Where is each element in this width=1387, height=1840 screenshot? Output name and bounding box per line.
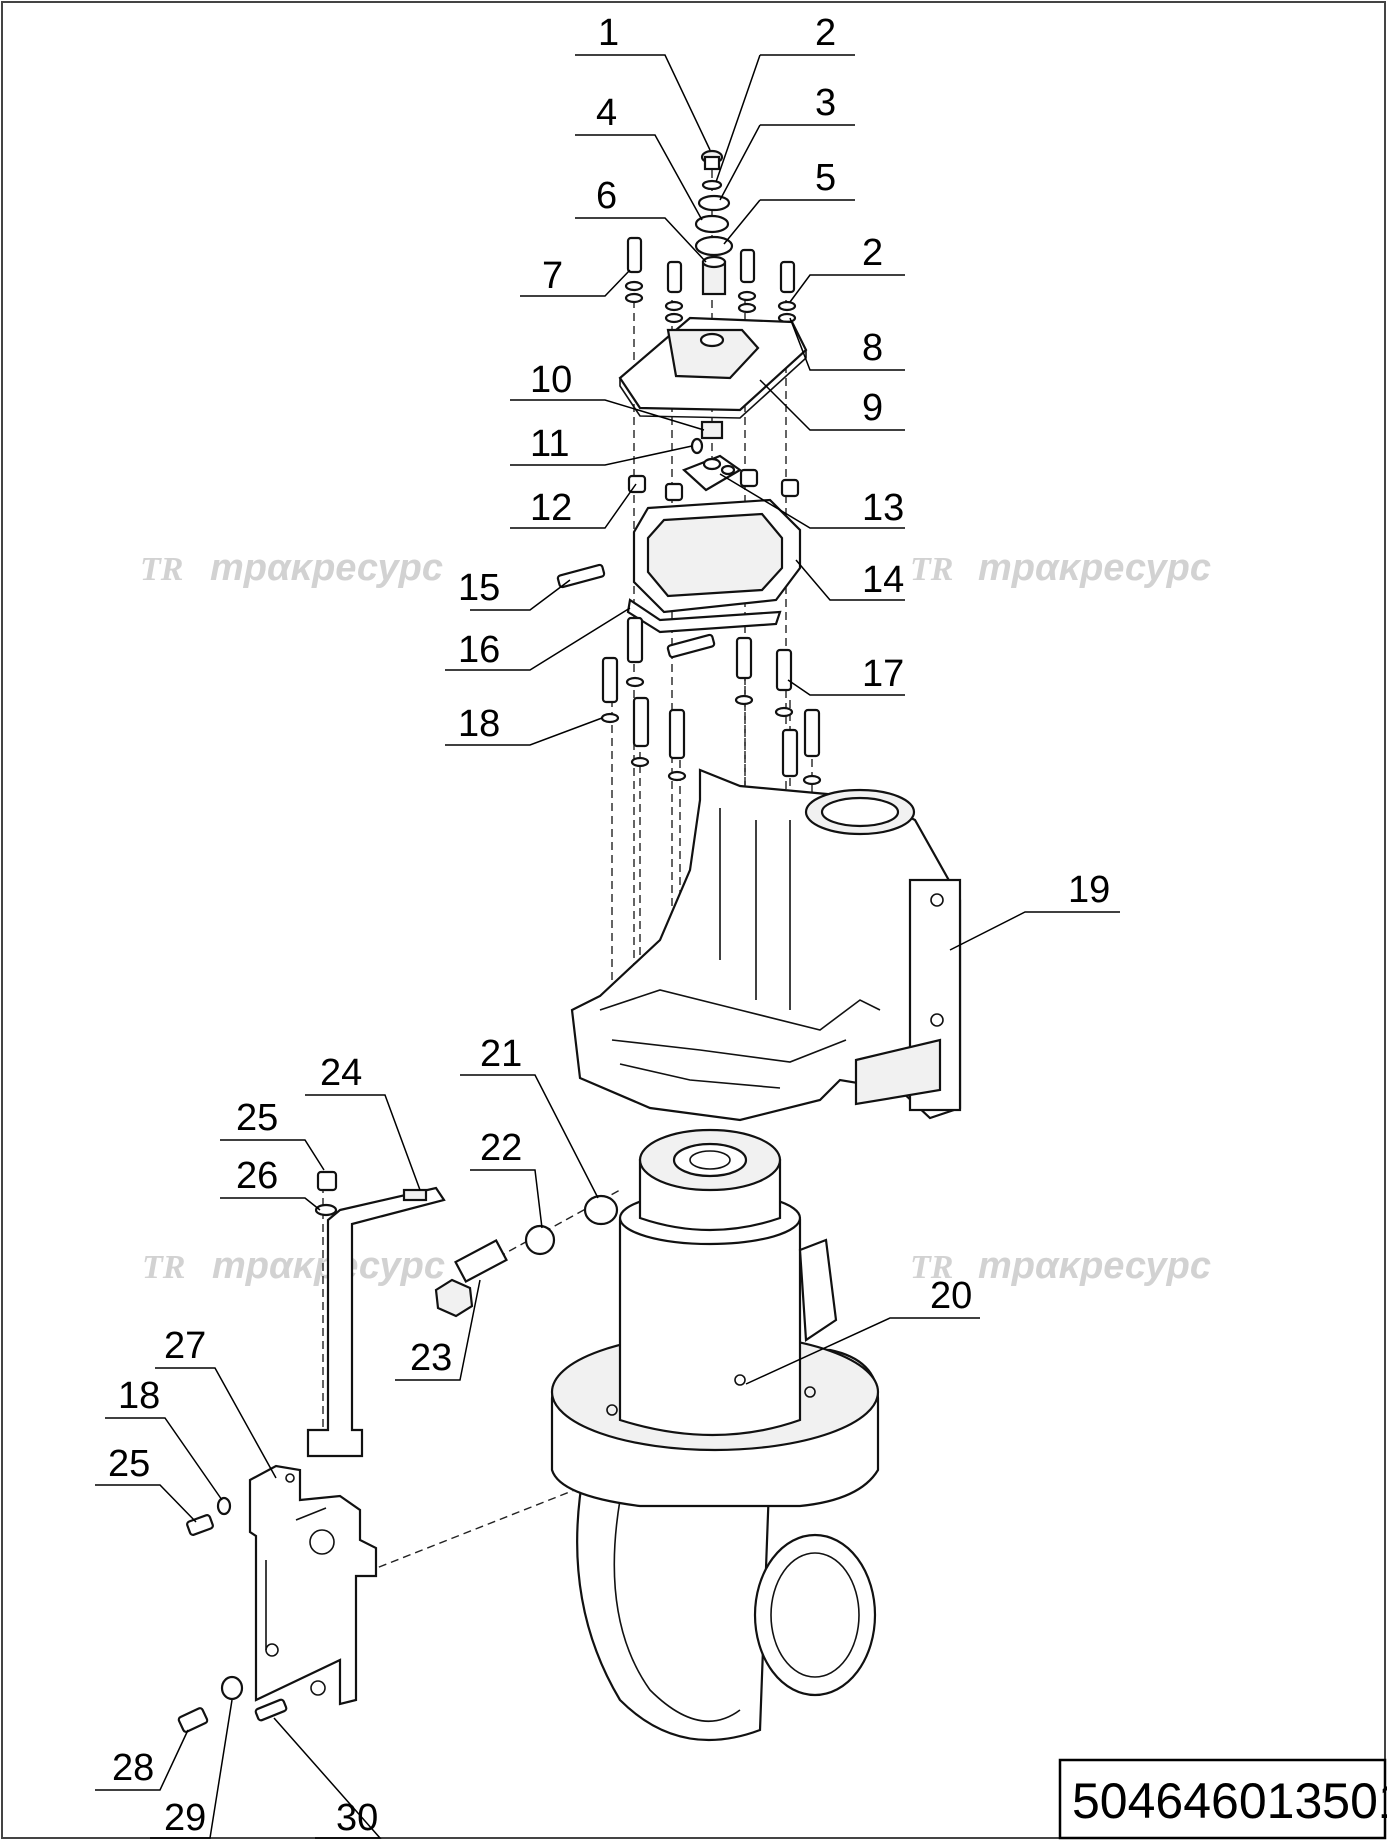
watermark-text: трακресурс — [978, 547, 1211, 589]
bracket-27 — [248, 1464, 378, 1706]
callout-25: 25 — [236, 1097, 278, 1139]
frame-14 — [626, 498, 802, 634]
callout-15: 15 — [458, 567, 500, 609]
bolt-23 — [434, 1239, 508, 1318]
callout-27: 27 — [164, 1325, 206, 1367]
callout-20: 20 — [930, 1275, 972, 1317]
bracket-24 — [306, 1186, 446, 1458]
callout-5: 5 — [815, 157, 836, 199]
watermark-right-2: TR трακресурс — [910, 1245, 1211, 1287]
screw-set-17 — [601, 616, 821, 778]
mounting-plate-9 — [618, 316, 808, 419]
callout-26: 26 — [236, 1155, 278, 1197]
screw-25 — [316, 1170, 338, 1192]
watermark-logo: TR — [140, 551, 183, 588]
callout-28: 28 — [112, 1747, 154, 1789]
callout-17: 17 — [862, 653, 904, 695]
callout-25b: 25 — [108, 1443, 150, 1485]
callout-11: 11 — [530, 423, 569, 465]
callout-3: 3 — [815, 82, 836, 124]
callout-7: 7 — [542, 255, 563, 297]
screw-set-7 — [624, 236, 797, 324]
callout-24: 24 — [320, 1052, 362, 1094]
watermark-logo: TR — [910, 551, 953, 588]
callout-16: 16 — [458, 629, 500, 671]
screw-25-lower — [186, 1514, 214, 1536]
washer-3 — [697, 194, 731, 212]
callout-2: 2 — [815, 12, 836, 54]
callout-29: 29 — [164, 1797, 206, 1839]
callout-10: 10 — [530, 359, 572, 401]
callout-23: 23 — [410, 1337, 452, 1379]
ring-4 — [694, 214, 730, 234]
housing-19 — [570, 768, 962, 1122]
block-10 — [700, 420, 724, 440]
callout-13: 13 — [862, 487, 904, 529]
watermark-left: TR трακресурс — [140, 547, 443, 589]
watermark-logo: TR — [142, 1249, 185, 1286]
drawing-code-box: 504646013501 — [1058, 1758, 1387, 1840]
callout-12: 12 — [530, 487, 572, 529]
callout-2b: 2 — [862, 232, 883, 274]
callout-14: 14 — [862, 559, 904, 601]
watermark-text: трακресурс — [210, 547, 443, 589]
shaft-6 — [701, 255, 727, 296]
drawing-code: 504646013501 — [1072, 1773, 1387, 1829]
callout-18b: 18 — [118, 1375, 160, 1417]
watermark-right: TR трακресурс — [910, 547, 1211, 589]
screw-28 — [177, 1707, 209, 1733]
watermark-logo: TR — [910, 1249, 953, 1286]
pin-30 — [254, 1698, 288, 1722]
callout-9: 9 — [862, 387, 883, 429]
washer-2 — [701, 179, 723, 191]
washer-22 — [524, 1224, 556, 1256]
cap-screw-1 — [700, 149, 724, 171]
callout-8: 8 — [862, 327, 883, 369]
leader-lines — [95, 54, 1120, 1839]
callout-18: 18 — [458, 703, 500, 745]
washer-29 — [220, 1675, 244, 1701]
bearing-5 — [694, 235, 734, 257]
callout-4: 4 — [596, 92, 617, 134]
washer-21 — [583, 1194, 619, 1226]
washer-18-lower — [216, 1496, 232, 1516]
bolt-16 — [666, 633, 716, 659]
watermark-text: трακресурс — [978, 1245, 1211, 1287]
washer-26 — [314, 1203, 338, 1217]
callout-labels: 1 2 3 4 5 6 7 2 8 9 10 11 12 13 15 14 16… — [108, 12, 1110, 1839]
callout-6: 6 — [596, 175, 617, 217]
callout-21: 21 — [480, 1033, 522, 1075]
callout-22: 22 — [480, 1127, 522, 1169]
watermark-left-2: TR трακресурс — [142, 1245, 445, 1287]
drive-motor-20 — [550, 1128, 880, 1742]
callout-19: 19 — [1068, 869, 1110, 911]
screw-11 — [690, 437, 704, 455]
callout-1: 1 — [598, 12, 619, 54]
bolt-15 — [556, 563, 606, 589]
bracket-13 — [681, 454, 743, 492]
callout-30: 30 — [336, 1797, 378, 1839]
